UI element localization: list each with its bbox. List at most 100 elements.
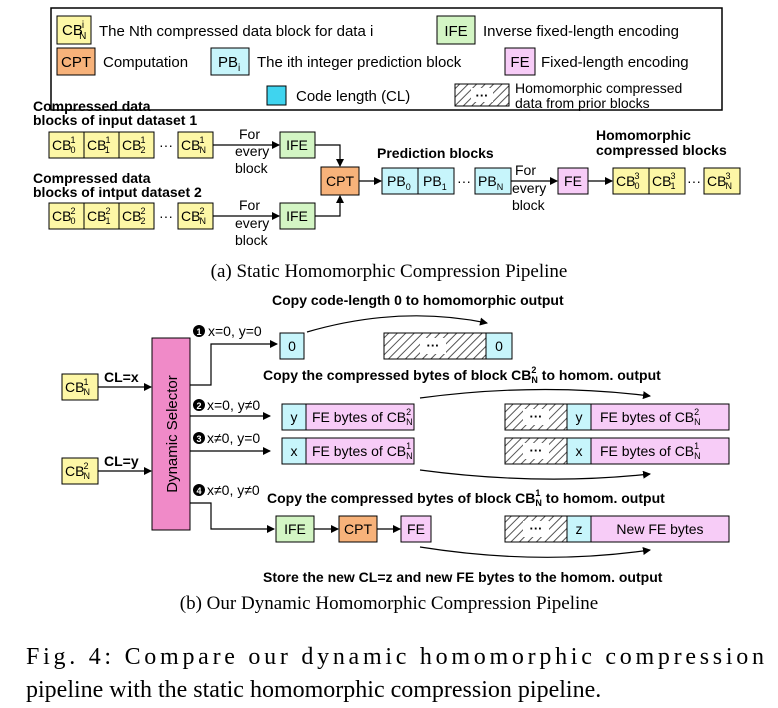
cb2n-input (61, 457, 99, 485)
homo-title-2: compressed blocks (596, 142, 727, 158)
codelen-x (281, 437, 307, 465)
legend-fe-swatch (504, 47, 536, 76)
legend-cpt-swatch (56, 47, 96, 76)
codelen-y-label: y (291, 409, 298, 425)
arrow (419, 469, 651, 480)
legend-hatch-dots-bg (471, 88, 493, 102)
codelen-zero-label: 0 (288, 338, 296, 354)
for-every-3c: block (512, 197, 546, 213)
static-pipeline: Compressed data blocks of input dataset … (33, 98, 741, 282)
codelen-y (281, 403, 307, 431)
arrow (190, 340, 278, 386)
ife-label-1: IFE (286, 137, 308, 153)
ife-dyn (275, 515, 315, 543)
cb-block (648, 167, 686, 195)
for-every-2c: block (235, 232, 269, 248)
legend-codelen-desc: Code length (CL) (296, 88, 410, 105)
codelen-x-label: x (291, 443, 298, 459)
arrow (315, 144, 344, 167)
case2-badge (193, 399, 205, 411)
case4-cond: x≠0, y≠0 (207, 482, 260, 498)
dots: ··· (159, 137, 173, 153)
cb-block (177, 131, 214, 159)
legend-codelen-swatch (266, 85, 287, 106)
hatch-dots: ··· (530, 443, 543, 458)
cpt-label: CPT (326, 173, 354, 189)
hatch-dots-bg (523, 409, 549, 425)
legend-ife-desc: Inverse fixed-length encoding (483, 23, 679, 40)
cl-x: CL=x (104, 369, 139, 385)
case3-cond: x≠0, y=0 (207, 430, 260, 446)
figure-caption-1: Fig. 4: Compare our dynamic homomorphic … (26, 644, 764, 670)
copy-zero-text: Copy code-length 0 to homomorphic output (272, 292, 564, 308)
fe-bytes-cb1 (305, 437, 415, 465)
legend-ife-swatch (436, 15, 476, 45)
out-new-fe-bytes-label: New FE bytes (616, 521, 703, 537)
hatch-dots-bg (523, 521, 549, 537)
arrow (315, 195, 344, 217)
legend-pb-desc: The ith integer prediction block (257, 54, 462, 71)
out-codelen-zero-label: 0 (495, 338, 503, 354)
pb-block-label: PB1 (423, 173, 447, 192)
legend-cpt-label: CPT (61, 54, 91, 71)
dots: ··· (159, 208, 173, 224)
input1-title-1: Compressed data (33, 98, 151, 114)
case2-num: 2 (196, 401, 201, 411)
hatch-dots-bg (523, 443, 549, 459)
hatch-dots: ··· (530, 521, 543, 536)
homo-title-1: Homomorphic (596, 127, 691, 143)
out-codelen-y (566, 403, 592, 431)
legend-hatch-desc-1: Homomorphic compressed (515, 80, 682, 96)
dynamic-selector (151, 337, 191, 531)
pb-block (381, 167, 419, 195)
legend-cb-swatch (56, 15, 92, 45)
out-new-fe-bytes (590, 515, 730, 543)
legend-border (50, 7, 723, 111)
legend-hatch-desc-2: data from prior blocks (515, 95, 650, 111)
input2-title-1: Compressed data (33, 170, 151, 186)
cb-block (83, 202, 120, 230)
fe-dyn-label: FE (407, 521, 425, 537)
fe-dyn (400, 515, 432, 543)
case3-num: 3 (196, 434, 201, 444)
cl-y: CL=y (104, 453, 139, 469)
for-every-1b: every (235, 143, 269, 159)
cb1n-input (61, 373, 99, 401)
case2-cond: x=0, y≠0 (207, 397, 260, 413)
ife-label-2: IFE (286, 208, 308, 224)
cb-block (48, 202, 85, 230)
for-every-2a: For (239, 197, 260, 213)
for-every-2b: every (235, 215, 269, 231)
input1-title-2: blocks of input dataset 1 (33, 112, 197, 128)
store-new-text: Store the new CL=z and new FE bytes to t… (263, 569, 663, 585)
cpt-dyn-label: CPT (344, 521, 372, 537)
caption-a: (a) Static Homomorphic Compression Pipel… (211, 261, 568, 282)
cb-block (703, 167, 741, 195)
for-every-3a: For (515, 162, 536, 178)
prediction-title: Prediction blocks (377, 145, 494, 161)
legend-cb-desc: The Nth compressed data block for data i (99, 23, 373, 40)
hatch-dots: ··· (530, 409, 543, 424)
case4-badge (193, 484, 205, 496)
dynamic-selector-label: Dynamic Selector (164, 375, 181, 493)
hatch-dots-bg (420, 338, 446, 354)
out-fe-bytes-cb1 (590, 437, 730, 465)
out-codelen-x-label: x (576, 443, 583, 459)
legend-fe-desc: Fixed-length encoding (541, 54, 689, 71)
arrow (419, 546, 651, 558)
